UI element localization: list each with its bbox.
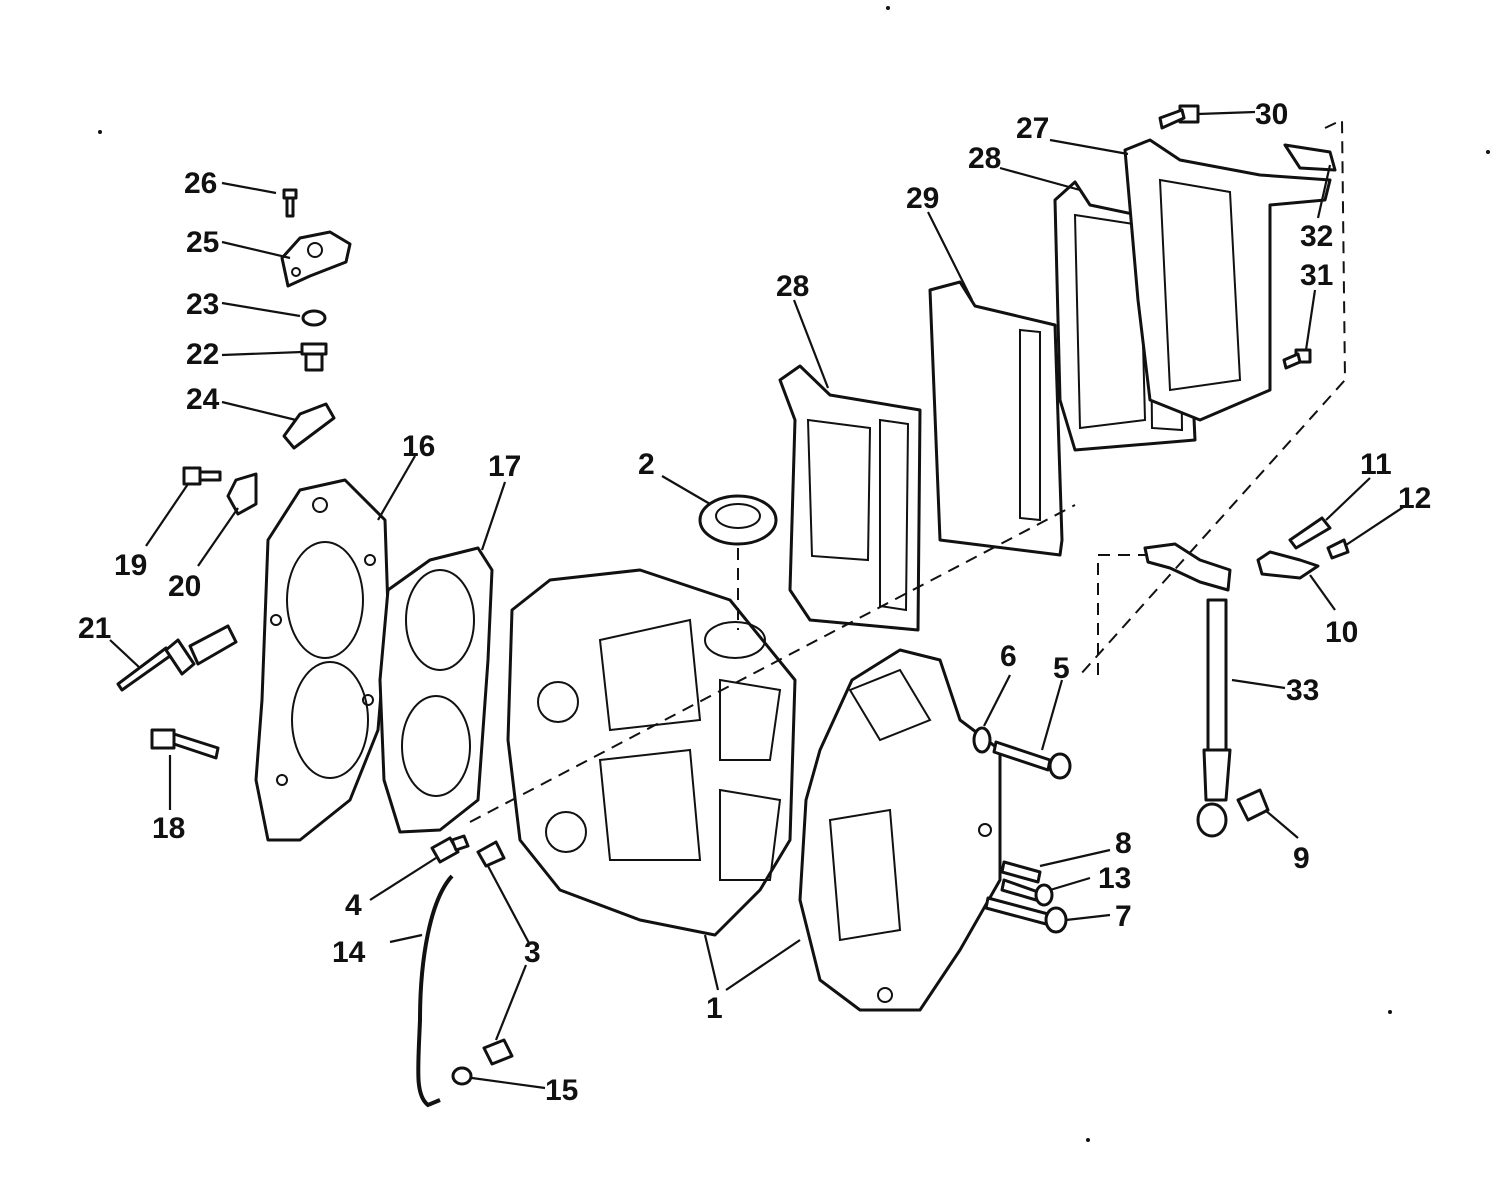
callout-3: 3 bbox=[524, 936, 541, 969]
callout-12: 12 bbox=[1398, 482, 1431, 515]
callout-25: 25 bbox=[186, 226, 219, 259]
callout-6: 6 bbox=[1000, 640, 1017, 673]
part-3-fitting-lower bbox=[482, 1038, 514, 1066]
callout-29: 29 bbox=[906, 182, 939, 215]
callout-30: 30 bbox=[1255, 98, 1288, 131]
part-17-head-gasket bbox=[378, 546, 494, 834]
part-28-gasket-front bbox=[778, 364, 922, 632]
leader-lines bbox=[109, 110, 1406, 1090]
callout-26: 26 bbox=[184, 167, 217, 200]
callout-13: 13 bbox=[1098, 862, 1131, 895]
group-bracket-right bbox=[1079, 118, 1347, 676]
callout-22: 22 bbox=[186, 338, 219, 371]
part-13-screw bbox=[1000, 878, 1054, 907]
part-23-washer bbox=[301, 309, 327, 327]
part-5-bolt bbox=[992, 740, 1072, 780]
scan-speck bbox=[886, 6, 890, 10]
part-29-cover-plate bbox=[928, 280, 1064, 557]
part-3-fitting-upper bbox=[476, 840, 506, 868]
callout-33: 33 bbox=[1286, 674, 1319, 707]
callout-23: 23 bbox=[186, 288, 219, 321]
part-24-gasket bbox=[282, 402, 336, 450]
part-19-bolt bbox=[182, 466, 222, 486]
part-10-clamp bbox=[1256, 550, 1320, 580]
part-25-thermostat-cover bbox=[280, 230, 352, 288]
callout-9: 9 bbox=[1293, 842, 1310, 875]
part-32-clip bbox=[1283, 143, 1337, 172]
callout-18: 18 bbox=[152, 812, 185, 845]
part-6-washer bbox=[972, 726, 992, 754]
part-2-seal bbox=[698, 494, 778, 546]
part-8-pin bbox=[1000, 860, 1042, 884]
callout-16: 16 bbox=[402, 430, 435, 463]
part-11-screw bbox=[1288, 516, 1332, 550]
callout-17: 17 bbox=[488, 450, 521, 483]
scan-speck bbox=[1486, 150, 1490, 154]
part-31-screw bbox=[1282, 348, 1312, 370]
callout-28-front: 28 bbox=[776, 270, 809, 303]
part-22-thermostat bbox=[300, 342, 328, 372]
callout-4: 4 bbox=[345, 889, 362, 922]
callout-7: 7 bbox=[1115, 900, 1132, 933]
part-1-crankcase-right bbox=[798, 648, 1002, 1012]
part-30-screw bbox=[1158, 104, 1200, 130]
callout-28-rear: 28 bbox=[968, 142, 1001, 175]
centerline-crankcase bbox=[469, 504, 1076, 823]
callout-1: 1 bbox=[706, 992, 723, 1025]
part-27-exhaust-cover bbox=[1123, 138, 1332, 422]
scan-speck bbox=[1086, 1138, 1090, 1142]
callout-14: 14 bbox=[332, 936, 366, 969]
callout-19: 19 bbox=[114, 549, 147, 582]
part-1-crankcase-left bbox=[506, 568, 797, 937]
group-bracket-lower bbox=[1097, 554, 1148, 675]
part-33-linkage bbox=[1143, 542, 1232, 838]
callout-11: 11 bbox=[1360, 448, 1392, 481]
scan-speck bbox=[98, 130, 102, 134]
callout-8: 8 bbox=[1115, 827, 1132, 860]
callout-31: 31 bbox=[1300, 259, 1333, 292]
part-18-bolt bbox=[150, 728, 220, 760]
part-16-cylinder-head bbox=[254, 478, 390, 842]
part-21-spark-plug bbox=[116, 624, 238, 692]
callout-10: 10 bbox=[1325, 616, 1358, 649]
part-26-screw bbox=[282, 188, 298, 218]
callout-2: 2 bbox=[638, 448, 655, 481]
part-7-bolt bbox=[984, 896, 1068, 934]
callout-15: 15 bbox=[545, 1074, 578, 1107]
callout-24: 24 bbox=[186, 383, 220, 416]
callout-5: 5 bbox=[1053, 652, 1070, 685]
part-9-clip bbox=[1236, 788, 1270, 822]
scan-speck bbox=[1388, 1010, 1392, 1014]
part-12-screw bbox=[1326, 538, 1350, 560]
part-20-bracket bbox=[226, 472, 258, 516]
callout-21: 21 bbox=[78, 612, 111, 645]
part-15-plug bbox=[451, 1066, 473, 1086]
part-14-hose bbox=[416, 874, 454, 1108]
callout-20: 20 bbox=[168, 570, 201, 603]
callout-32: 32 bbox=[1300, 220, 1333, 253]
callout-27: 27 bbox=[1016, 112, 1049, 145]
part-4-fitting bbox=[430, 834, 470, 864]
